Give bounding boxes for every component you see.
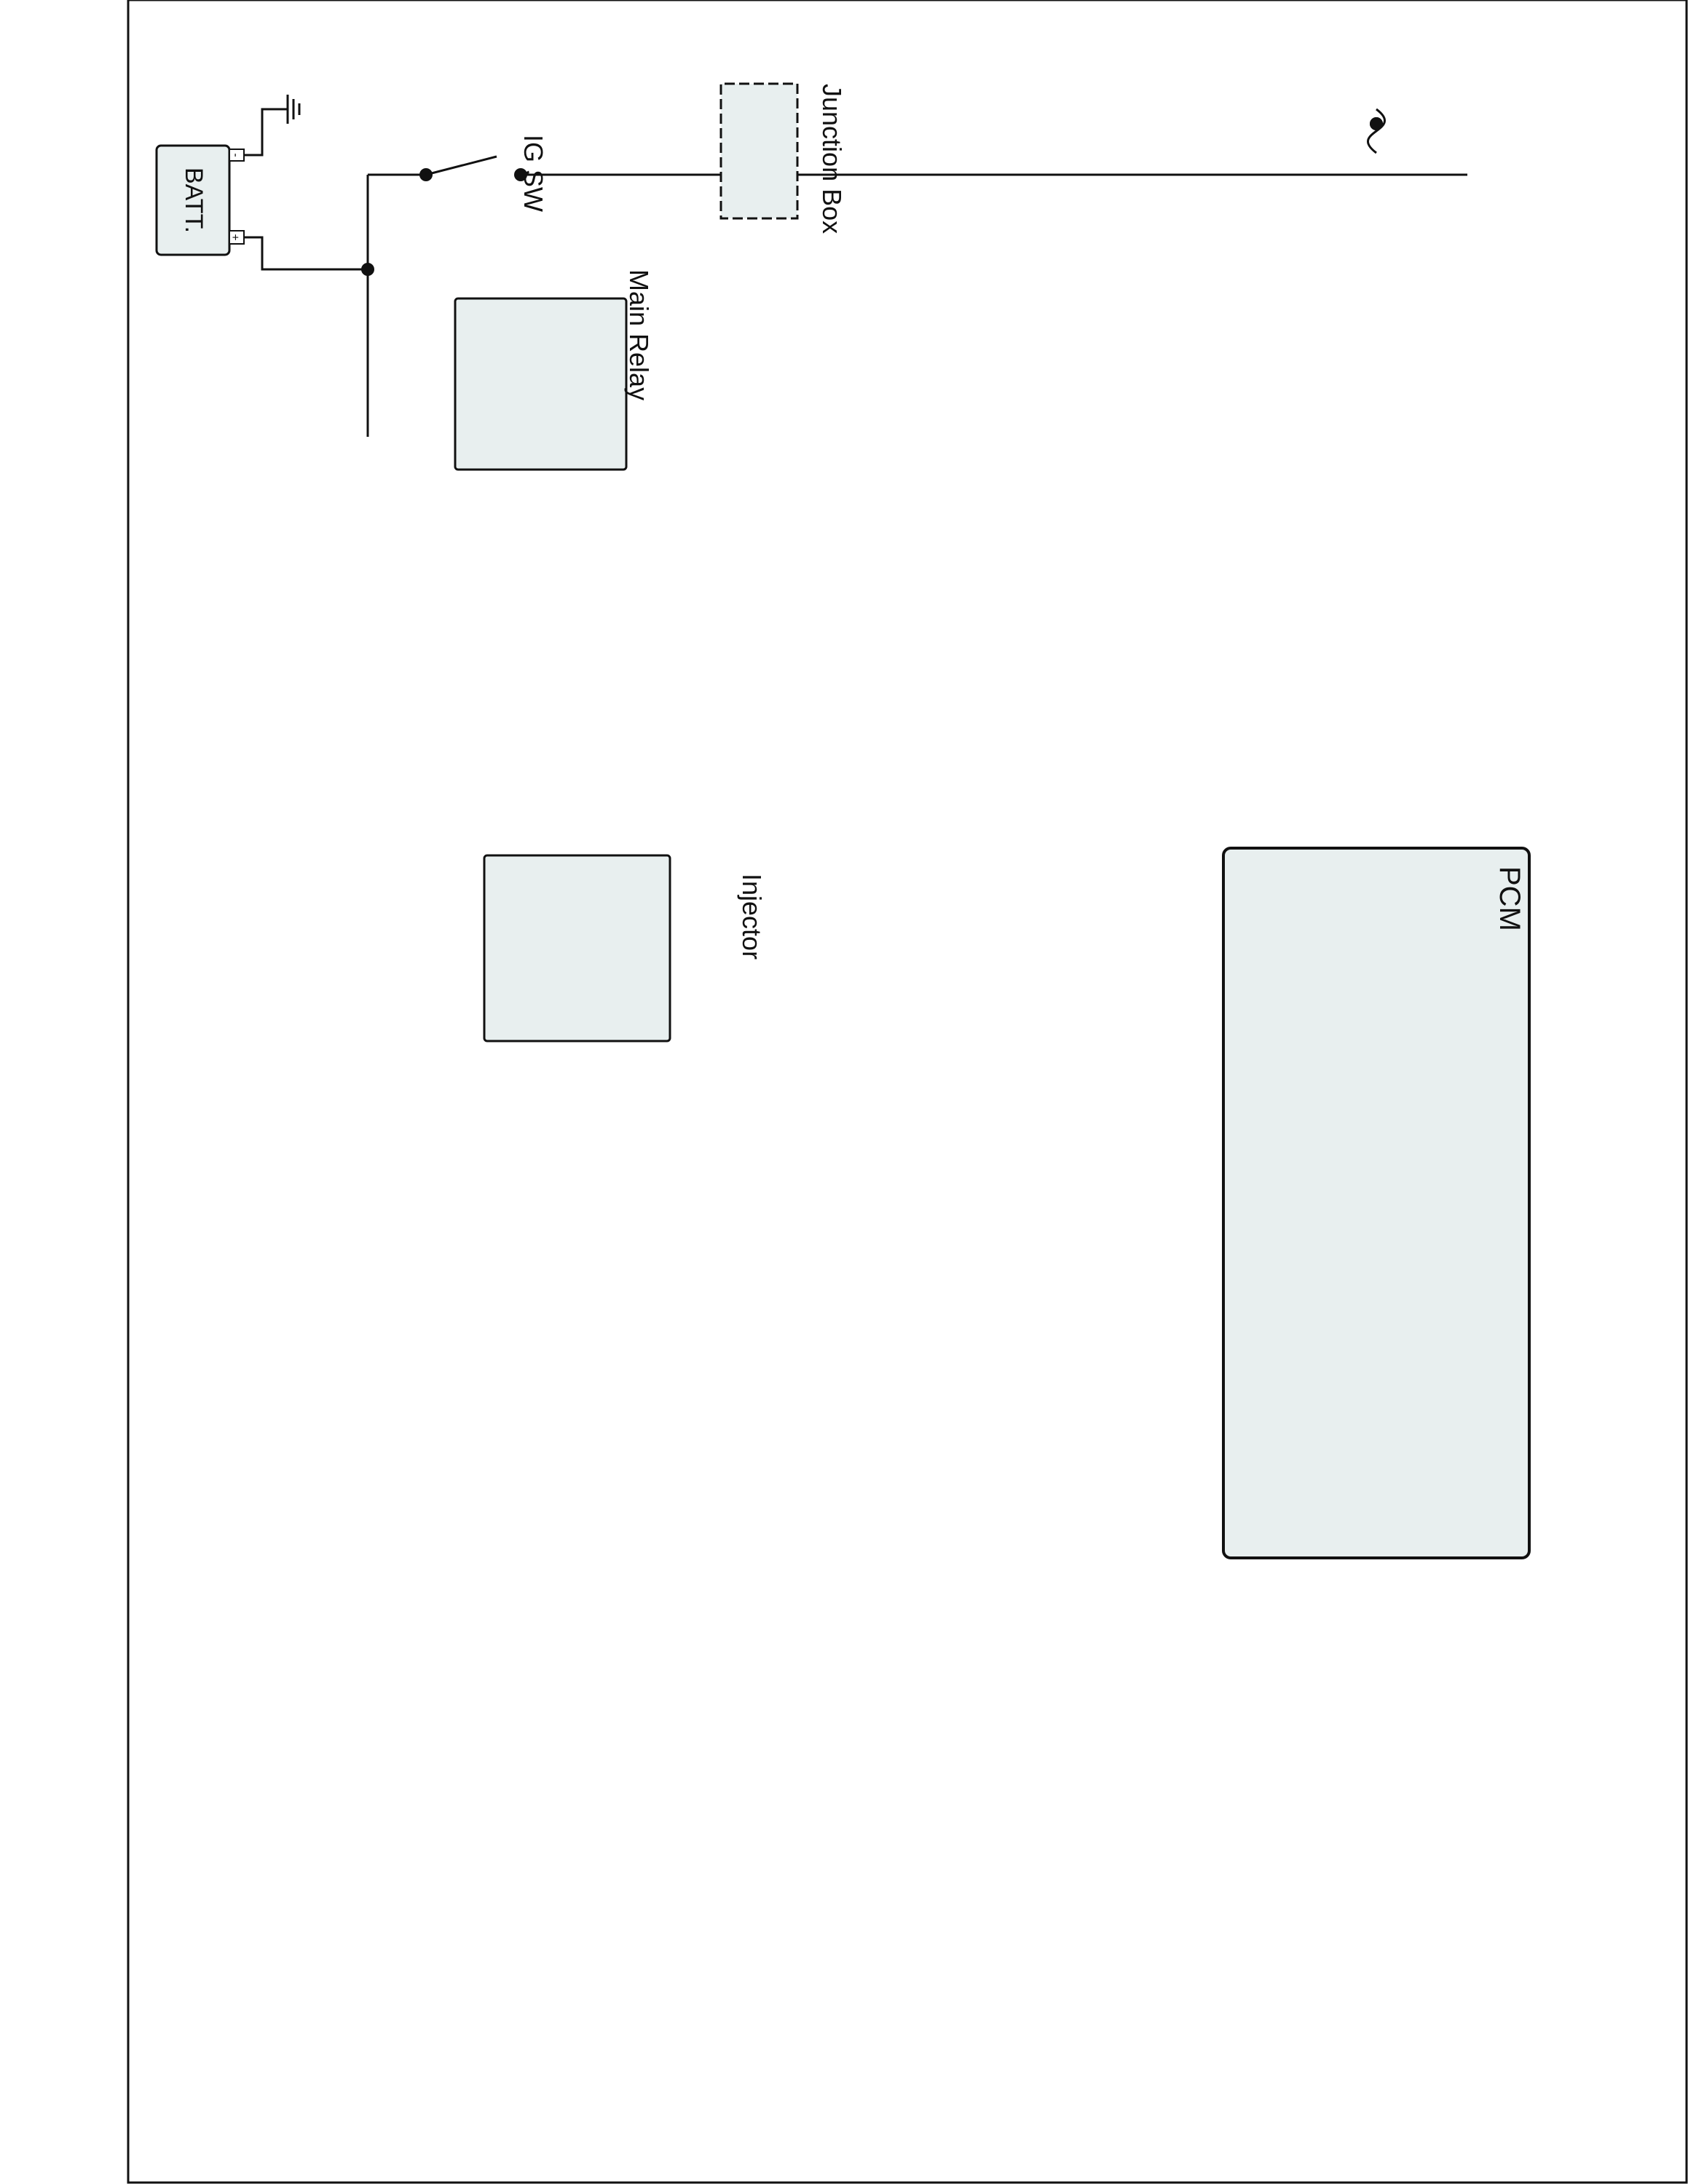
battery-plus-label: +	[229, 234, 241, 240]
battery-body	[155, 144, 231, 256]
pcm-title: PCM	[1494, 866, 1526, 931]
fuse-icon	[1366, 108, 1387, 154]
ig-sw-label: IG SW	[518, 135, 548, 212]
battery-positive-wire	[244, 236, 368, 271]
pcm-body	[1222, 847, 1531, 1559]
junction-box-1-label: Junction Box	[817, 84, 847, 234]
junction-box-1	[719, 82, 799, 220]
ground-wire	[244, 108, 288, 157]
injector-body	[483, 854, 671, 1042]
injector-label: Injector	[737, 874, 767, 960]
battery-minus-label: -	[229, 153, 242, 157]
ig-switch-lever	[425, 155, 497, 176]
main-relay-body	[454, 297, 628, 471]
main-relay-label: Main Relay	[624, 269, 654, 400]
page-border	[127, 0, 1688, 2184]
battery-label: BATT.	[180, 167, 208, 233]
